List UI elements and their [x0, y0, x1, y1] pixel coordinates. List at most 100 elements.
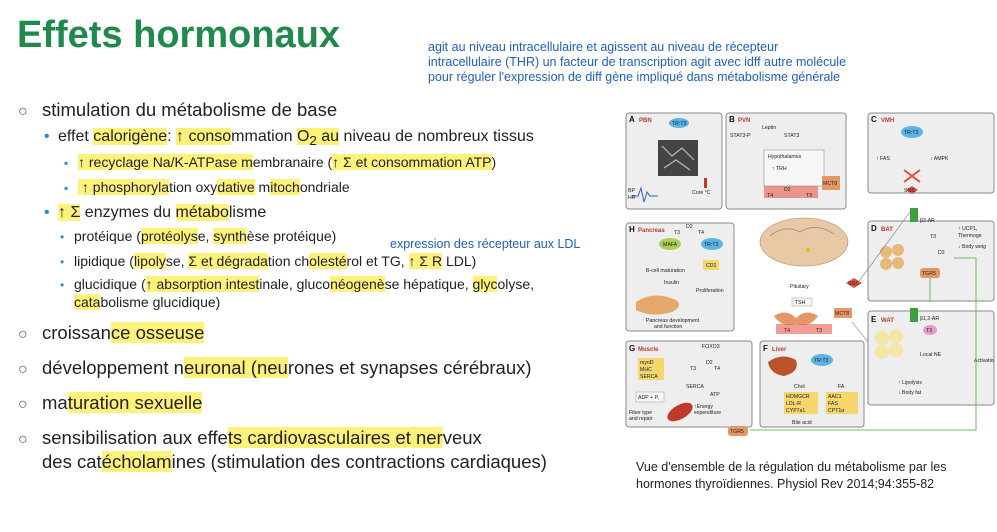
label-foxo3: FOXO3 [702, 344, 720, 350]
panel-c [867, 112, 995, 194]
thyroid-regulation-figure: A PBN TR:T3 BP HR Core °C B PVN Leptin S… [625, 112, 995, 436]
circle-bullet-icon: ○ [18, 361, 28, 378]
label-sns-center: SNS [848, 281, 859, 287]
label-thermogenesis: Thermoge [958, 233, 982, 239]
label-stat3p: STAT3-P [730, 133, 751, 139]
bullet-phosphorylation: ▪ ↑ phosphorylation oxydative mitochondr… [64, 179, 350, 195]
label-atp: ATP [710, 392, 720, 398]
pancreas-icon [636, 295, 680, 315]
panel-g-name: Muscle [638, 347, 659, 353]
label-t4-h: T4 [698, 230, 704, 236]
label-t4-b: T4 [767, 193, 773, 199]
label-hmgcr: HOMGCR [786, 394, 810, 400]
aac1-box [826, 392, 858, 414]
panel-f-letter: F [763, 344, 768, 353]
panel-d-letter: D [871, 224, 877, 233]
tr-t3-icon [811, 354, 833, 366]
annotation-thr: agit au niveau intracellulaire et agisse… [428, 40, 847, 84]
panel-c-letter: C [871, 115, 877, 124]
label-bcell: B-cell maturation [646, 268, 685, 274]
label-fas-f: FAS [828, 401, 838, 407]
cd1-box [703, 260, 719, 270]
label-mafa: MAFA [663, 242, 678, 248]
circle-bullet-icon: ○ [18, 326, 28, 343]
t3-bubble-e [923, 325, 937, 335]
label-ampk: ↓ AMPK [930, 156, 949, 162]
label-mct8-center: MCT8 [835, 311, 849, 317]
brown-adipocytes-icon [880, 244, 904, 270]
label-hypothalamus: Hypothalamus [768, 154, 802, 160]
square-bullet-icon: ▪ [64, 156, 69, 170]
label-pancreas-dev-2: and function [654, 324, 682, 330]
tsh-box [791, 297, 813, 307]
panel-g-letter: G [629, 344, 635, 353]
label-local-ne: Local NE [920, 352, 942, 358]
label-t3-h: T3 [674, 230, 680, 236]
bullet-developpement-neuronal: ○développement neuronal (neurones et syn… [18, 357, 532, 381]
label-d2-h: D2 [686, 224, 693, 230]
mct8-transporter-center [834, 308, 852, 318]
label-cpt1a: CPT1α [828, 408, 844, 414]
annotation-ldl: expression des récepteur aux LDL [390, 237, 581, 251]
panel-b-letter: B [729, 115, 735, 124]
tr-t3-icon [701, 238, 723, 250]
square-bullet-icon: ▪ [64, 181, 69, 195]
label-t4-center: T4 [784, 328, 790, 334]
label-t3-g: T3 [690, 366, 696, 372]
label-fiber-1: Fiber type [629, 410, 652, 416]
label-fa: FA [838, 384, 845, 390]
panel-h-letter: H [629, 225, 635, 234]
label-ucp1: ↑ UCP1, [958, 226, 977, 232]
panel-d-name: BAT [881, 227, 893, 233]
label-trh: ↑ TRH [772, 166, 787, 172]
panel-f-name: Liver [772, 347, 787, 353]
t4-t3-conversion [764, 186, 818, 198]
label-insulin: Insulin [664, 280, 679, 286]
label-t3-center: T3 [816, 328, 822, 334]
panel-b-name: PVN [738, 118, 750, 124]
dot-bullet-icon: • [44, 128, 50, 145]
bullet-recyclage-atpase: ▪↑ recyclage Na/K-ATPase membranaire (↑ … [64, 154, 497, 170]
mafa-factor [659, 238, 681, 250]
dot-bullet-icon: • [60, 255, 65, 269]
label-hr: HR [628, 195, 636, 201]
bullet-glucidique: •glucidique (↑ absorption intestinale, g… [60, 276, 535, 310]
dot-bullet-icon: • [60, 230, 65, 244]
t4-t3-release [776, 324, 832, 334]
label-d2-b: D2 [784, 187, 791, 193]
label-energy-2: expenditure [694, 410, 721, 416]
label-bile-acid: Bile acid [792, 420, 812, 426]
label-stat3: STAT3 [784, 133, 799, 139]
mct8-transporter-b [822, 176, 840, 190]
label-mct8-b: MCT8 [823, 181, 837, 187]
tr-t3-icon [901, 126, 923, 138]
bullet-lipidique: •lipidique (lipolyse, Σ et dégradation c… [60, 253, 477, 269]
sns-burst-icon [906, 186, 918, 194]
label-t3-e: T3 [926, 328, 932, 334]
bullet-sensibilisation: ○sensibilisation aux effets cardiovascul… [18, 427, 547, 472]
panel-d [867, 220, 995, 302]
label-t3-d: T3 [930, 234, 936, 240]
neuron-texture-icon [661, 145, 695, 171]
label-body-fat: ↓ Body fat [898, 390, 922, 396]
label-adp: ADP + Pᵢ [638, 395, 659, 401]
bullet-maturation-sexuelle: ○maturation sexuelle [18, 392, 203, 416]
label-tr-t3-c: TR:T3 [904, 130, 919, 136]
hmgcr-box [784, 392, 818, 414]
thyroid-gland-icon [774, 312, 818, 325]
circle-bullet-icon: ○ [18, 396, 28, 413]
label-tgr5-g: TGR5 [730, 429, 744, 435]
tr-t3-icon [669, 118, 689, 128]
label-energy-1: ↑Energy [694, 404, 713, 410]
label-pancreas-dev-1: Pancreas development [646, 318, 700, 324]
label-ldlr: LDL-R [786, 401, 801, 407]
label-chol: Chol [794, 384, 805, 390]
label-proliferation: Proliferation [696, 288, 724, 294]
label-b3ar: β3-AR [920, 218, 935, 224]
label-mhc: MHC [640, 367, 652, 373]
panel-e-name: WAT [881, 318, 894, 324]
muscle-icon [667, 402, 693, 422]
activation-pathway-line [750, 257, 977, 431]
brain-image [759, 217, 849, 267]
label-body-weight: ↓ Body weig [958, 244, 986, 250]
